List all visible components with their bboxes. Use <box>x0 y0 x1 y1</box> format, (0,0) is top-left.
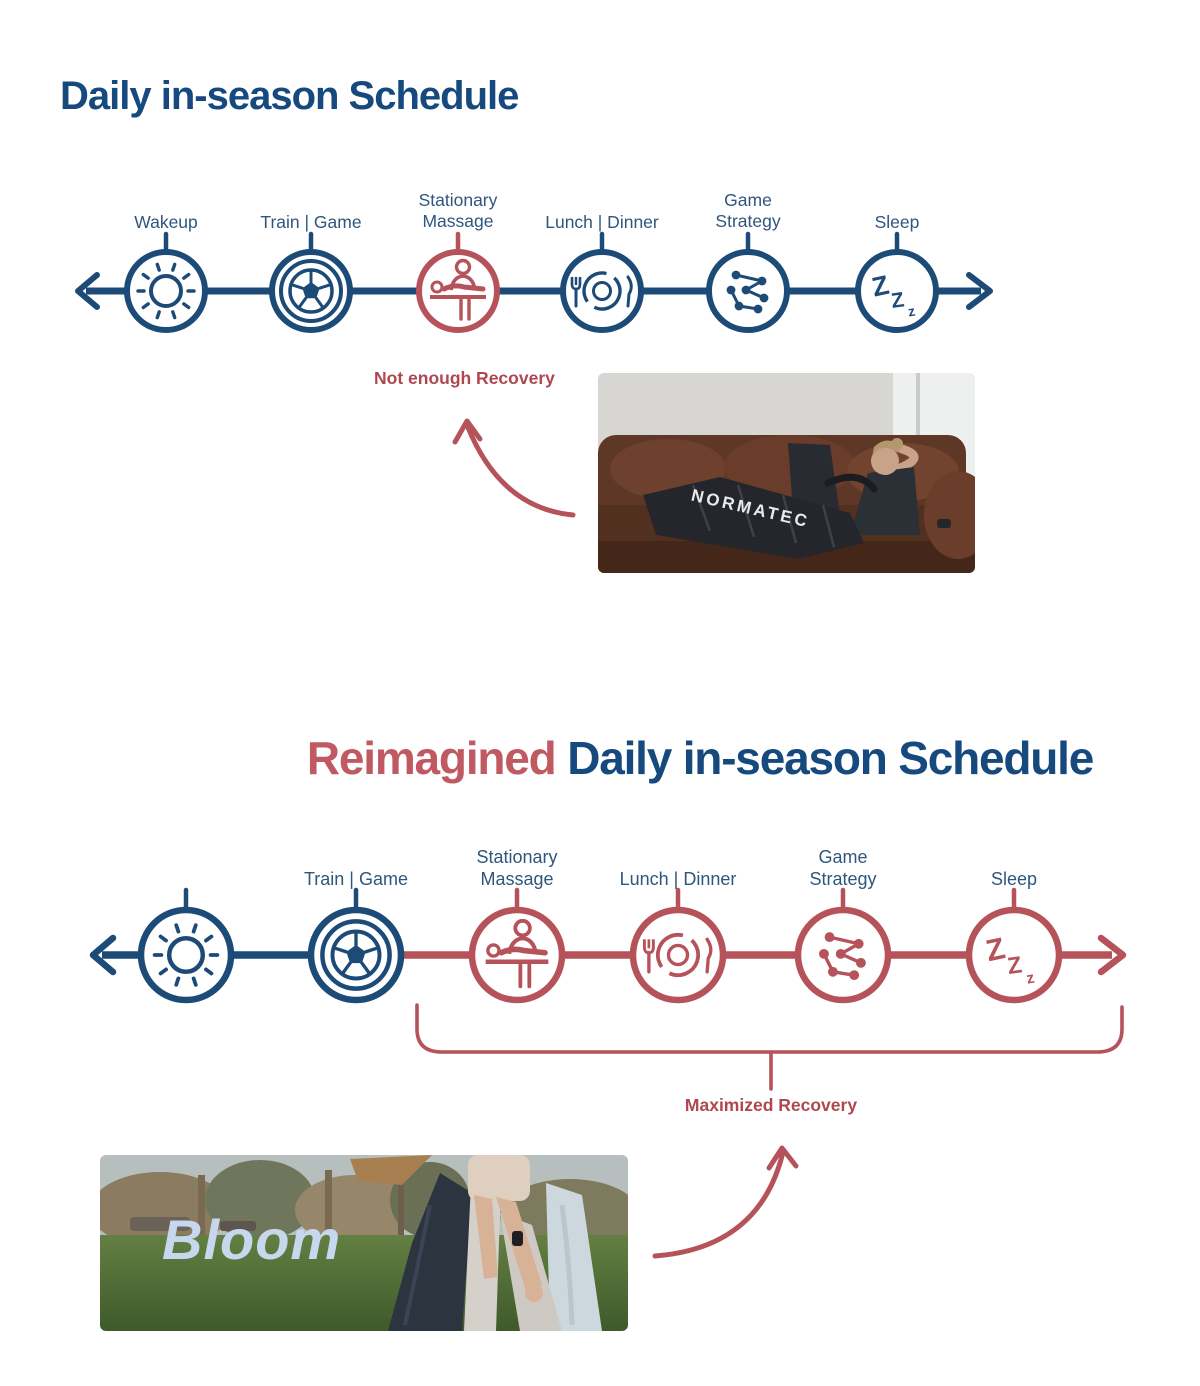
section1-title: Daily in-season Schedule <box>60 74 519 118</box>
soccer-ball-icon <box>322 921 389 988</box>
section2-title-rest: Daily in-season Schedule <box>567 732 1094 784</box>
timeline-2-label-game-strategy: Game Strategy <box>809 847 877 889</box>
timeline-2 <box>89 887 1127 1004</box>
timeline-1: Z Z z <box>75 231 993 333</box>
section2-title: Reimagined Daily in-season Schedule <box>190 731 1200 785</box>
node-wakeup <box>137 906 235 1004</box>
timeline-2-ticks <box>183 887 1017 911</box>
soccer-ball-icon <box>279 259 343 323</box>
node-wakeup <box>124 249 208 333</box>
section2-title-accent: Reimagined <box>306 732 557 784</box>
annotation-not-enough-recovery: Not enough Recovery <box>374 368 555 388</box>
recovery-brace <box>415 1003 1124 1091</box>
timeline-1-right-arrow-icon <box>966 272 993 310</box>
node-lunch-dinner <box>560 249 644 333</box>
curved-arrow-up-icon <box>452 418 576 518</box>
photo-bloom-outdoor: Bloom <box>100 1155 628 1331</box>
photo2-caption: Bloom <box>162 1208 342 1271</box>
timeline-2-left-arrow-icon <box>89 934 117 976</box>
timeline-2-label-lunch-dinner: Lunch | Dinner <box>619 869 737 889</box>
timeline-1-label-train-game: Train | Game <box>260 212 362 232</box>
timeline-1-ticks <box>163 231 900 254</box>
curved-arrow-up-icon-2 <box>652 1145 799 1259</box>
timeline-1-label-sleep: Sleep <box>874 212 920 232</box>
timeline-1-left-arrow-icon <box>75 272 100 310</box>
timeline-1-label-game-strategy: Game Strategy <box>715 190 781 231</box>
timeline-2-label-train-game: Train | Game <box>303 869 409 889</box>
timeline-2-nodes <box>137 906 1063 1004</box>
timeline-1-label-stationary-massage: Stationary Massage <box>418 190 498 231</box>
node-stationary-massage <box>416 249 500 333</box>
timeline-2-label-sleep: Sleep <box>990 869 1038 889</box>
photo1-illustration <box>598 373 975 573</box>
node-lunch-dinner <box>629 906 727 1004</box>
timeline-2-right-arrow-icon <box>1097 934 1127 976</box>
timeline-1-label-lunch-dinner: Lunch | Dinner <box>545 212 659 232</box>
photo2-illustration <box>100 1155 628 1331</box>
node-stationary-massage <box>468 906 566 1004</box>
timeline-2-label-stationary-massage: Stationary Massage <box>476 847 558 889</box>
annotation-maximized-recovery: Maximized Recovery <box>684 1095 858 1115</box>
timeline-1-label-wakeup: Wakeup <box>134 212 198 232</box>
photo-recovery-boots-couch: NORMATEC <box>598 373 975 573</box>
timeline-1-nodes <box>124 249 939 333</box>
